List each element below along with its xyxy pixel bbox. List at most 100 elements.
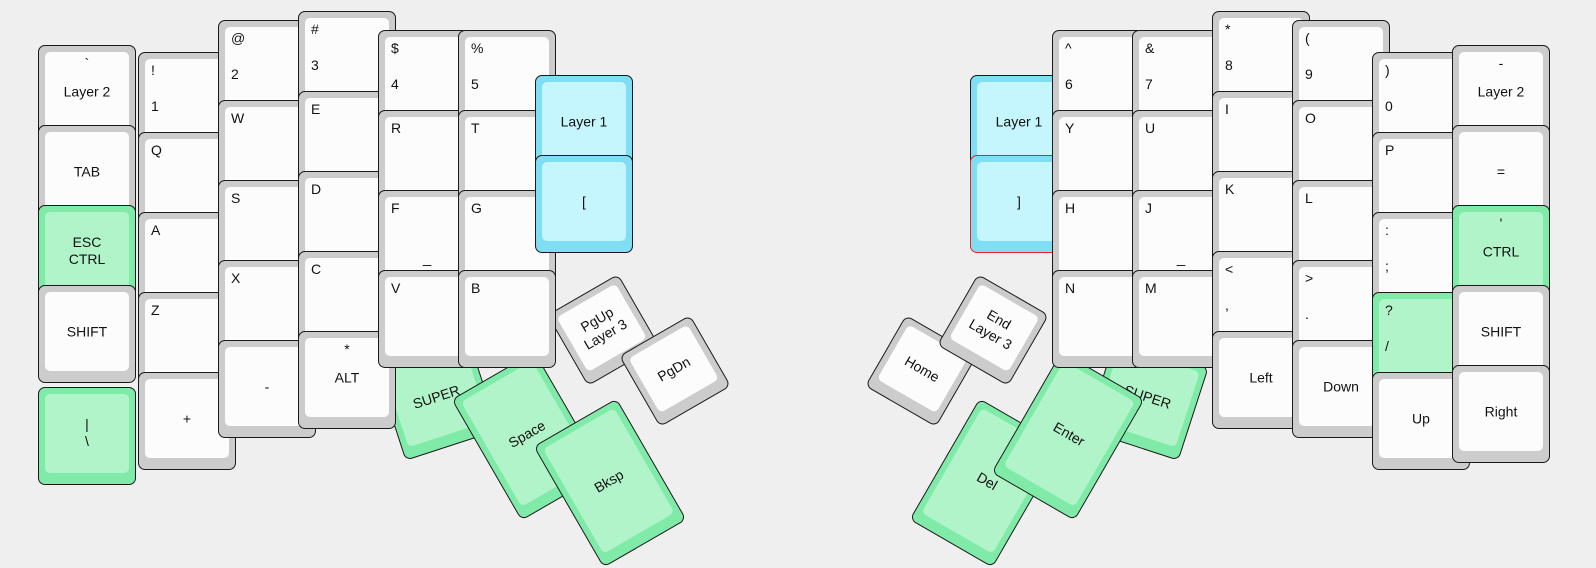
- key-plus[interactable]: +: [138, 372, 236, 470]
- key-3-legend-bottom: 3: [311, 56, 319, 73]
- key-o-face: O: [1299, 107, 1383, 186]
- key-b[interactable]: B: [458, 270, 556, 368]
- key-x-legend-top: X: [231, 270, 241, 286]
- key-comma-lt-legend-bottom: ,: [1225, 296, 1229, 313]
- key-layer2-grave-legend-center: Layer 2: [63, 83, 111, 100]
- key-q-face: Q: [145, 139, 229, 218]
- key-shift-left-face: SHIFT: [45, 292, 129, 371]
- key-y-legend-top: Y: [1065, 120, 1075, 136]
- key-h-face: H: [1059, 197, 1143, 276]
- key-f-legend-top: F: [391, 200, 400, 216]
- key-u-face: U: [1139, 117, 1223, 196]
- key-l-face: L: [1299, 187, 1383, 266]
- key-s-legend-top: S: [231, 190, 241, 206]
- key-enter-legend: Enter: [1050, 418, 1088, 449]
- key-9-legend-top: (: [1305, 30, 1310, 46]
- key-semicolon-legend-bottom: ;: [1385, 257, 1389, 274]
- key-up-face: Up: [1379, 379, 1463, 458]
- key-layer1-left-face: Layer 1: [542, 82, 626, 161]
- key-pipe-backslash[interactable]: | \: [38, 387, 136, 485]
- key-tab-legend-center: TAB: [73, 163, 101, 180]
- key-layer2-grave-legend-top: `: [84, 55, 90, 71]
- key-c-legend-top: C: [311, 261, 322, 277]
- key-7-legend-top: &: [1145, 40, 1155, 56]
- key-z-face: Z: [145, 299, 229, 378]
- key-enter-face: Enter: [1003, 360, 1136, 507]
- key-down-legend-center: Down: [1323, 378, 1359, 395]
- key-5-legend-top: %: [471, 40, 484, 56]
- key-shift-right-face: SHIFT: [1459, 292, 1543, 371]
- key-e-face: E: [305, 98, 389, 177]
- key-minus-legend-center: -: [264, 378, 270, 395]
- key-i-face: I: [1219, 98, 1303, 177]
- key-f-face: F_: [385, 197, 469, 276]
- key-m-face: M: [1139, 277, 1223, 356]
- key-ctrl-quote-face: 'CTRL: [1459, 212, 1543, 291]
- key-ctrl-quote-legend-center: CTRL: [1482, 243, 1520, 260]
- key-pipe-backslash-legend-center: | \: [85, 415, 89, 449]
- key-bracket-right-face: ]: [977, 162, 1061, 241]
- key-j-legend-top: J: [1145, 200, 1152, 216]
- key-comma-lt-legend-top: <: [1225, 261, 1234, 277]
- key-b-legend-top: B: [471, 280, 481, 296]
- key-4-legend-bottom: 4: [391, 75, 399, 92]
- key-0-legend-top: ): [1385, 62, 1390, 78]
- key-3-legend-top: #: [311, 21, 319, 37]
- key-p-legend-top: P: [1385, 142, 1395, 158]
- key-plus-legend-center: +: [182, 410, 192, 427]
- key-z-legend-top: Z: [151, 302, 160, 318]
- key-d-legend-top: D: [311, 181, 322, 197]
- key-layer2-minus-face: -Layer 2: [1459, 52, 1543, 131]
- key-layer1-right-face: Layer 1: [977, 82, 1061, 161]
- key-y-face: Y: [1059, 117, 1143, 196]
- key-7-legend-bottom: 7: [1145, 75, 1153, 92]
- key-9-legend-bottom: 9: [1305, 65, 1313, 82]
- key-6-face: ^6: [1059, 37, 1143, 116]
- key-bksp-face: Bksp: [542, 407, 675, 554]
- key-esc-ctrl-face: ESC CTRL: [45, 212, 129, 291]
- key-s-face: S: [225, 187, 309, 266]
- key-comma-lt-face: <,: [1219, 258, 1303, 337]
- key-pipe-backslash-face: | \: [45, 394, 129, 473]
- key-esc-ctrl-legend-center: ESC CTRL: [68, 233, 106, 267]
- key-pgdn-legend: PgDn: [654, 352, 693, 385]
- key-right[interactable]: Right: [1452, 365, 1550, 463]
- key-bracket-right[interactable]: ]: [970, 155, 1068, 253]
- key-4-legend-top: $: [391, 40, 399, 56]
- key-layer2-minus-legend-top: -: [1498, 55, 1504, 71]
- key-layer1-left-legend-center: Layer 1: [560, 113, 608, 130]
- key-0-face: )0: [1379, 59, 1463, 138]
- key-slash-legend-top: ?: [1385, 302, 1393, 318]
- key-left-legend-center: Left: [1249, 369, 1273, 386]
- key-shift-left[interactable]: SHIFT: [38, 285, 136, 383]
- key-q-legend-top: Q: [151, 142, 162, 158]
- key-bracket-left-face: [: [542, 162, 626, 241]
- key-bracket-left-legend-center: [: [582, 193, 586, 210]
- key-n-legend-top: N: [1065, 280, 1076, 296]
- key-6-legend-bottom: 6: [1065, 75, 1073, 92]
- key-alt-face: *ALT: [305, 338, 389, 417]
- key-end-layer3-face: End Layer 3: [949, 283, 1040, 373]
- key-f-homing-bar: _: [422, 250, 432, 268]
- key-6-legend-top: ^: [1065, 40, 1072, 56]
- key-2-face: @2: [225, 27, 309, 106]
- key-h-legend-top: H: [1065, 200, 1076, 216]
- key-j-homing-bar: _: [1176, 250, 1186, 268]
- key-shift-left-legend-center: SHIFT: [66, 323, 108, 340]
- key-a-face: A: [145, 219, 229, 298]
- key-right-legend-center: Right: [1484, 403, 1518, 420]
- key-p-face: P: [1379, 139, 1463, 218]
- key-plus-face: +: [145, 379, 229, 458]
- key-0-legend-bottom: 0: [1385, 97, 1393, 114]
- key-bksp-legend: Bksp: [591, 465, 627, 496]
- key-o-legend-top: O: [1305, 110, 1316, 126]
- key-e-legend-top: E: [311, 101, 321, 117]
- key-1-legend-bottom: 1: [151, 97, 159, 114]
- key-bracket-left[interactable]: [: [535, 155, 633, 253]
- key-layer2-grave-face: ` Layer 2: [45, 52, 129, 131]
- key-9-face: (9: [1299, 27, 1383, 106]
- key-equals-face: =: [1459, 132, 1543, 211]
- key-left-face: Left: [1219, 338, 1303, 417]
- key-r-face: R: [385, 117, 469, 196]
